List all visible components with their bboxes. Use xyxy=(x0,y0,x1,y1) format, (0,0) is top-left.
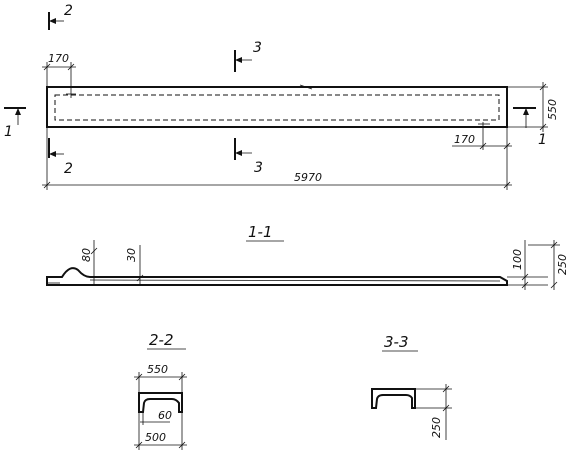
svg-text:3: 3 xyxy=(254,160,263,176)
cut-mark-1-right: 1 xyxy=(513,107,547,148)
dim-100: 100 xyxy=(507,240,548,290)
dim-3-3-250: 250 xyxy=(405,384,452,440)
section-1-1: 1-1 80 30 100 xyxy=(46,223,569,290)
dim-80: 80 xyxy=(80,240,98,285)
svg-text:250: 250 xyxy=(430,417,443,438)
break-mark xyxy=(299,84,313,90)
section-3-3: 3-3 250 xyxy=(371,333,452,440)
section-1-1-profile xyxy=(46,267,508,286)
cut-mark-2-top: 2 xyxy=(48,3,73,30)
dim-5970: 5970 xyxy=(42,127,512,190)
dim-2-2-550: 550 xyxy=(134,363,187,393)
svg-text:1: 1 xyxy=(538,132,547,148)
dim-2-2-60: 60 xyxy=(140,409,172,425)
dim-550-right: 550 xyxy=(507,82,559,132)
section-1-1-title: 1-1 xyxy=(248,223,273,241)
section-2-2-title: 2-2 xyxy=(149,331,174,349)
svg-text:30: 30 xyxy=(125,248,138,262)
cut-mark-3-top: 3 xyxy=(234,40,262,72)
svg-text:3: 3 xyxy=(253,40,262,56)
svg-text:80: 80 xyxy=(80,248,93,262)
svg-text:550: 550 xyxy=(546,99,559,120)
svg-text:60: 60 xyxy=(158,409,172,422)
dim-30: 30 xyxy=(125,245,144,285)
svg-text:550: 550 xyxy=(147,363,168,376)
svg-text:5970: 5970 xyxy=(294,171,322,184)
section-2-2-profile xyxy=(138,392,183,413)
section-2-2: 2-2 550 60 500 xyxy=(134,331,187,450)
svg-text:100: 100 xyxy=(511,249,524,270)
svg-text:250: 250 xyxy=(556,254,569,275)
cut-mark-2-bottom: 2 xyxy=(48,138,73,177)
plan-view: 2 2 3 3 1 xyxy=(4,3,559,190)
dim-170-left: 170 xyxy=(42,52,76,98)
svg-text:2: 2 xyxy=(64,161,73,177)
dim-250: 250 xyxy=(528,240,569,290)
svg-text:2: 2 xyxy=(64,3,73,19)
cut-mark-1-left: 1 xyxy=(4,107,26,140)
section-3-3-title: 3-3 xyxy=(384,333,409,351)
dim-2-2-500: 500 xyxy=(134,412,187,450)
svg-text:1: 1 xyxy=(4,124,13,140)
slab-outline xyxy=(46,86,508,128)
svg-text:170: 170 xyxy=(48,52,69,65)
svg-text:170: 170 xyxy=(454,133,475,146)
section-3-3-profile xyxy=(371,388,416,409)
dim-170-right: 170 xyxy=(452,122,512,150)
slab-inner-contour xyxy=(54,94,500,121)
svg-text:500: 500 xyxy=(145,431,166,444)
cut-mark-3-bottom: 3 xyxy=(234,138,263,176)
